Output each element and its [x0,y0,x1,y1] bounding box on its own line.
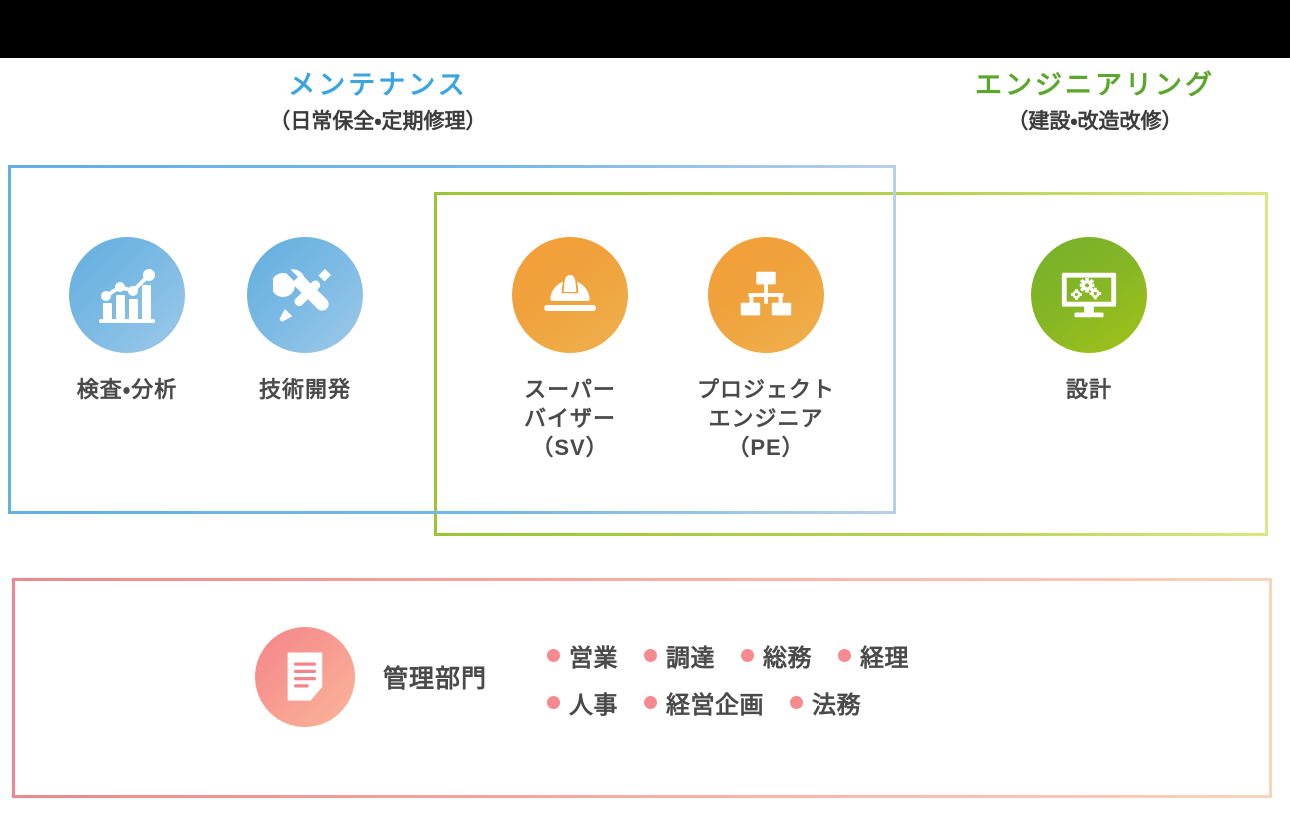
admin-identity[interactable]: 管理部門 [255,627,487,727]
admin-section: 管理部門 営業 調達 総務 経理 人事 経営企画 法務 [255,627,935,727]
admin-tag-label: 人事 [569,692,619,719]
heading-maintenance-subtitle: （日常保全・定期修理） [269,110,487,133]
item-inspection[interactable]: 検査・分析 [32,237,222,404]
admin-tag-label: 総務 [763,645,813,672]
admin-tag-label: 経営企画 [666,692,765,719]
admin-tag: 法務 [790,685,861,720]
admin-tag: 調達 [644,638,715,673]
item-design[interactable]: 設計 [994,237,1184,404]
heading-engineering-subtitle: （建設・改造改修） [1007,110,1183,133]
item-project-engineer[interactable]: プロジェクト エンジニア （PE） [671,237,861,462]
bullet-dot-icon [644,649,658,662]
bullet-dot-icon [741,649,755,662]
admin-label: 管理部門 [383,665,488,693]
admin-tag: 総務 [741,638,812,673]
admin-tag-list: 営業 調達 総務 経理 人事 経営企画 法務 [547,634,935,720]
bullet-dot-icon [790,696,804,709]
bullet-dot-icon [644,696,658,709]
admin-tag: 経理 [838,638,909,673]
item-project-engineer-label: プロジェクト エンジニア （PE） [696,377,835,461]
admin-tag: 経営企画 [644,685,764,720]
item-supervisor-label: スーパー バイザー （SV） [523,377,616,461]
tools-icon [247,237,363,353]
heading-engineering: エンジニアリング （建設・改造改修） [900,70,1290,133]
top-black-band [0,0,1290,58]
admin-tag-label: 営業 [569,645,619,672]
monitor-gears-icon [1031,237,1147,353]
org-chart-icon [708,237,824,353]
heading-engineering-title: エンジニアリング [975,70,1215,100]
document-icon [255,627,355,727]
admin-tag: 営業 [547,638,618,673]
admin-tag-row-2: 人事 経営企画 法務 [547,685,935,720]
bullet-dot-icon [547,649,561,662]
item-inspection-label: 検査・分析 [76,377,178,402]
admin-tag-label: 法務 [812,692,862,719]
bullet-dot-icon [838,649,852,662]
heading-maintenance-title: メンテナンス [288,70,468,100]
item-tech-label: 技術開発 [258,377,351,402]
admin-tag: 人事 [547,685,618,720]
admin-tag-label: 調達 [666,645,716,672]
bar-chart-icon [69,237,185,353]
heading-maintenance: メンテナンス （日常保全・定期修理） [178,70,578,133]
group-box-admin [12,578,1272,798]
hard-hat-icon [512,237,628,353]
item-supervisor[interactable]: スーパー バイザー （SV） [475,237,665,462]
admin-tag-row-1: 営業 調達 総務 経理 [547,638,935,673]
item-design-label: 設計 [1065,377,1112,402]
bullet-dot-icon [547,696,561,709]
right-white-strip [1280,58,1290,840]
admin-tag-label: 経理 [860,645,910,672]
item-tech[interactable]: 技術開発 [210,237,400,404]
